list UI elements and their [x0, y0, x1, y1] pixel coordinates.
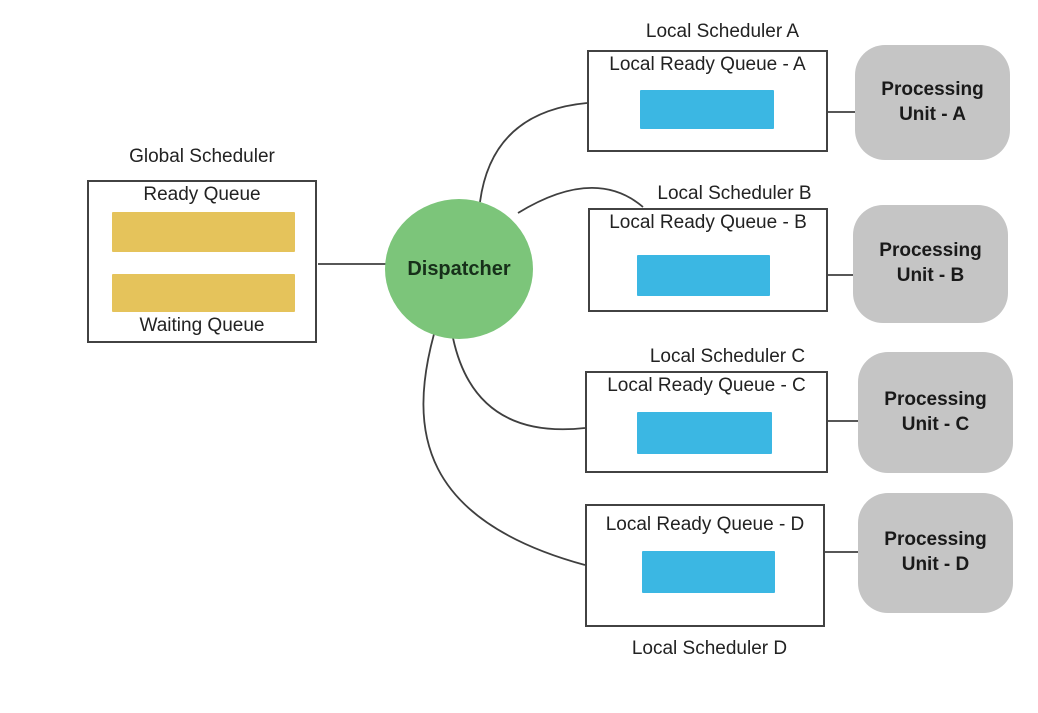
local-ready-queue-d-label: Local Ready Queue - D — [605, 514, 805, 535]
local-scheduler-b-title: Local Scheduler B — [657, 183, 812, 204]
ready-queue-bar — [112, 212, 295, 252]
processing-unit-b-label: Processing Unit - B — [879, 240, 982, 286]
connector-dispatcher-to-a — [479, 102, 588, 203]
connector-dispatcher-to-c — [452, 337, 586, 431]
local-scheduler-d-title: Local Scheduler D — [631, 638, 788, 659]
local-ready-queue-c-bar — [637, 412, 772, 454]
connector-dispatcher-to-b — [517, 187, 644, 214]
processing-unit-c-label: Processing Unit - C — [884, 388, 987, 435]
local-ready-queue-d-bar — [642, 551, 775, 593]
processing-unit-b: Processing Unit - B — [853, 205, 1008, 323]
processing-unit-d-label: Processing Unit - D — [884, 529, 987, 575]
global-scheduler-box: Ready Queue Waiting Queue — [87, 180, 317, 343]
processing-unit-a: Processing Unit - A — [855, 45, 1010, 160]
global-scheduler-title: Global Scheduler — [129, 146, 275, 167]
processing-unit-d: Processing Unit - D — [858, 493, 1013, 613]
local-scheduler-d-box: Local Ready Queue - D — [585, 504, 825, 627]
local-scheduler-c-title: Local Scheduler C — [649, 346, 806, 367]
waiting-queue-bar — [112, 274, 295, 312]
processing-unit-a-label: Processing Unit - A — [881, 78, 984, 125]
local-scheduler-a-box: Local Ready Queue - A — [587, 50, 828, 152]
local-scheduler-a-title: Local Scheduler A — [645, 21, 800, 42]
ready-queue-label: Ready Queue — [143, 184, 261, 205]
dispatcher-label: Dispatcher — [407, 257, 511, 280]
local-ready-queue-c-label: Local Ready Queue - C — [607, 375, 806, 396]
waiting-queue-label: Waiting Queue — [139, 315, 265, 336]
processing-unit-c: Processing Unit - C — [858, 352, 1013, 473]
connector-dispatcher-to-d — [422, 333, 586, 566]
local-scheduler-b-box: Local Ready Queue - B — [588, 208, 828, 312]
local-ready-queue-b-label: Local Ready Queue - B — [609, 212, 807, 233]
local-ready-queue-a-label: Local Ready Queue - A — [609, 54, 806, 75]
local-ready-queue-a-bar — [640, 90, 774, 129]
local-ready-queue-b-bar — [637, 255, 770, 296]
dispatcher-node: Dispatcher — [385, 199, 533, 339]
local-scheduler-c-box: Local Ready Queue - C — [585, 371, 828, 473]
